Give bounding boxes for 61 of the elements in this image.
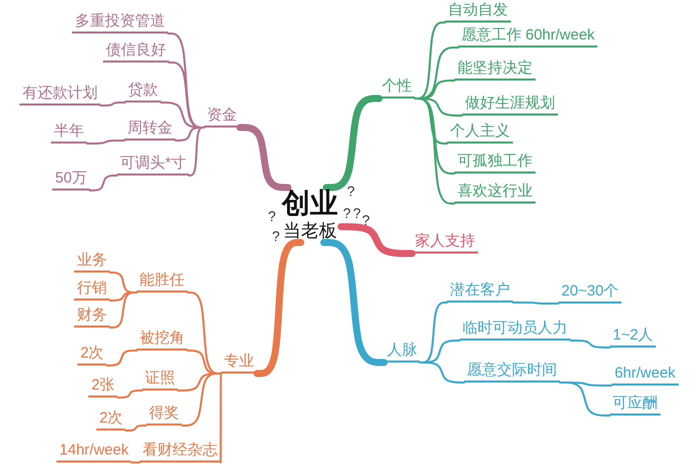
branch-line bbox=[419, 362, 465, 384]
branch-topic: 1~2人 bbox=[610, 326, 656, 348]
branch-topic: 多重投资管道 bbox=[72, 12, 168, 34]
branch-topic: 可孤独工作 bbox=[454, 152, 536, 174]
branch-topic: 家人支持 bbox=[412, 232, 478, 254]
branch-topic: 做好生涯规划 bbox=[462, 94, 558, 116]
branch-topic: 可调头*寸 bbox=[117, 154, 189, 176]
branch-topic: 20~30个 bbox=[558, 282, 622, 304]
branch-line bbox=[188, 126, 205, 176]
branch-topic: 被挖角 bbox=[136, 330, 188, 350]
branch-topic: 得奖 bbox=[146, 404, 182, 426]
branch-line bbox=[124, 424, 147, 432]
branch-topic: 愿意工作 60hr/week bbox=[458, 26, 598, 48]
branch-topic: 潜在客户 bbox=[447, 282, 513, 302]
branch-topic: 能坚持决定 bbox=[454, 60, 536, 80]
branch-topic: 专业 bbox=[221, 352, 257, 374]
branch-topic: 业务 bbox=[74, 252, 110, 272]
branch-topic: 50万 bbox=[52, 170, 90, 190]
branch-topic: 债信良好 bbox=[103, 42, 169, 62]
branch-topic: 临时可动员人力 bbox=[460, 320, 570, 340]
branch-line bbox=[100, 102, 126, 106]
branch-topic: 2次 bbox=[77, 344, 107, 366]
branch-line bbox=[338, 223, 416, 257]
branch-line bbox=[130, 462, 140, 464]
branch-line bbox=[570, 340, 611, 348]
branch-topic: 2次 bbox=[96, 410, 126, 430]
branch-topic: 有还款计划 bbox=[20, 84, 100, 106]
branch-line bbox=[109, 292, 138, 328]
branch-topic: 贷款 bbox=[125, 82, 161, 102]
question-mark: ? bbox=[362, 212, 370, 228]
question-mark: ? bbox=[268, 208, 276, 224]
branch-topic: 能胜任 bbox=[136, 272, 188, 292]
question-mark: ? bbox=[347, 183, 355, 199]
branch-topic: 个性 bbox=[379, 78, 415, 98]
branch-line bbox=[414, 98, 456, 204]
branch-topic: 看财经杂志 bbox=[140, 442, 220, 462]
branch-line bbox=[181, 372, 222, 426]
branch-line bbox=[559, 382, 610, 416]
question-mark: ? bbox=[353, 205, 361, 221]
branch-line bbox=[86, 140, 126, 144]
branch-line bbox=[116, 390, 143, 398]
branch-line bbox=[512, 302, 560, 304]
branch-topic: 半年 bbox=[51, 122, 87, 144]
branch-topic: 个人主义 bbox=[447, 122, 513, 144]
branch-topic: 证照 bbox=[142, 370, 178, 390]
branch-topic: 14hr/week bbox=[56, 442, 132, 462]
question-mark: ? bbox=[343, 205, 351, 221]
branch-topic: 6hr/week bbox=[612, 364, 678, 386]
branch-topic: 自动自发 bbox=[445, 2, 511, 22]
central-topic: 创业 当老板 bbox=[279, 188, 341, 242]
branch-topic: 喜欢这行业 bbox=[454, 182, 536, 204]
branch-topic: 人脉 bbox=[384, 342, 420, 362]
branch-topic: 周转金 bbox=[124, 120, 176, 140]
branch-topic: 可应酬 bbox=[610, 394, 660, 416]
branch-topic: 2张 bbox=[88, 376, 118, 398]
branch-topic: 愿意交际时间 bbox=[464, 362, 560, 382]
question-mark: ? bbox=[272, 228, 280, 244]
branch-topic: 资金 bbox=[204, 106, 240, 128]
branch-topic: 行销 bbox=[74, 280, 110, 300]
branch-topic: 财务 bbox=[74, 306, 110, 328]
branch-line bbox=[220, 372, 222, 464]
